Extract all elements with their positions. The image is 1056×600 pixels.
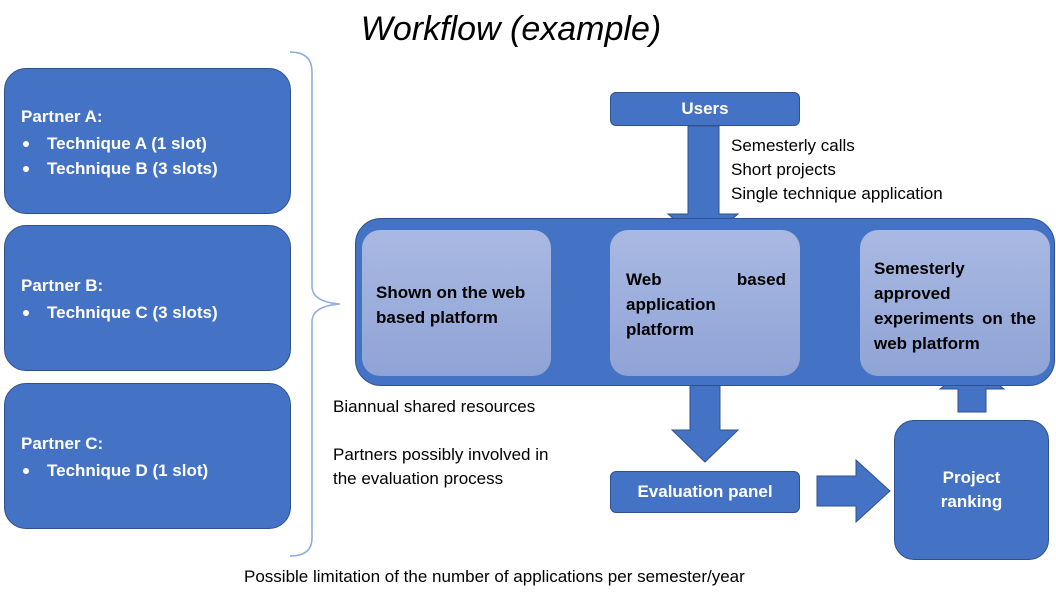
box-label-line: ranking xyxy=(940,492,1003,511)
users-box: Users xyxy=(610,92,800,126)
technique-list: Technique D (1 slot) xyxy=(21,458,290,483)
technique-list: Technique A (1 slot) Technique B (3 slot… xyxy=(21,131,290,181)
note-line: the evaluation process xyxy=(333,469,504,488)
evaluation-panel-box: Evaluation panel xyxy=(610,471,800,513)
application-platform-box: Web based application platform xyxy=(610,230,800,376)
box-label: Web based application platform xyxy=(626,270,786,339)
note-line: Semesterly calls xyxy=(731,136,855,155)
footer-note: Possible limitation of the number of app… xyxy=(244,567,745,586)
partner-box-c: Partner C: Technique D (1 slot) xyxy=(4,383,291,529)
technique-item: Technique D (1 slot) xyxy=(21,458,290,483)
note-line: Short projects xyxy=(731,160,836,179)
partner-name: Partner C: xyxy=(21,434,104,453)
project-ranking-box: Project ranking xyxy=(894,420,1049,560)
resources-note: Biannual shared resources xyxy=(333,397,536,416)
technique-item: Technique B (3 slots) xyxy=(21,156,290,181)
box-label: Shown on the web based platform xyxy=(376,283,526,327)
technique-item: Technique A (1 slot) xyxy=(21,131,290,156)
shown-on-platform-box: Shown on the web based platform xyxy=(362,230,551,376)
note-line: Partners possibly involved in xyxy=(333,445,549,464)
approved-experiments-box: Semesterly approved experiments on the w… xyxy=(860,230,1050,376)
arrow-evaluation-to-ranking xyxy=(816,458,891,524)
technique-item: Technique C (3 slots) xyxy=(21,300,290,325)
partner-name: Partner B: xyxy=(21,276,104,295)
partners-brace xyxy=(289,51,341,557)
box-label: Semesterly approved experiments on the w… xyxy=(874,259,1036,353)
technique-list: Technique C (3 slots) xyxy=(21,300,290,325)
page-title: Workflow (example) xyxy=(360,10,662,48)
calls-notes: Semesterly calls Short projects Single t… xyxy=(731,134,943,206)
box-label-line: Project xyxy=(942,468,1001,487)
partner-name: Partner A: xyxy=(21,107,103,126)
note-line: Single technique application xyxy=(731,184,943,203)
partner-box-a: Partner A: Technique A (1 slot) Techniqu… xyxy=(4,68,291,214)
partner-box-b: Partner B: Technique C (3 slots) xyxy=(4,225,291,371)
evaluation-note: Partners possibly involved in the evalua… xyxy=(333,443,548,491)
